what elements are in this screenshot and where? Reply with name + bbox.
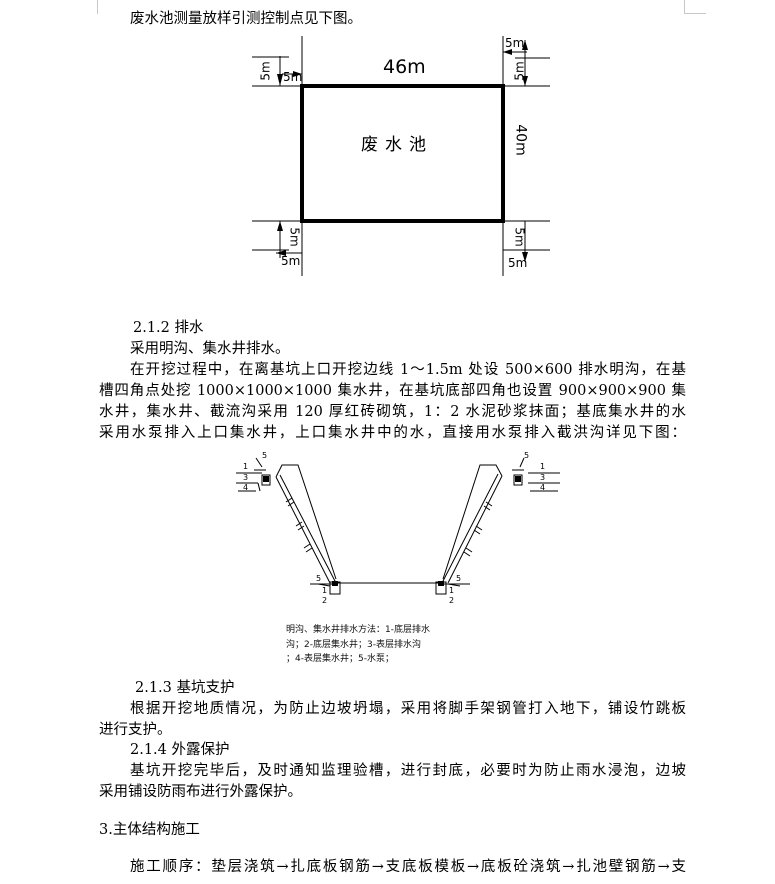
marker-1-bottom-right: 1 bbox=[449, 586, 454, 595]
section-213-para-line-1: 根据开挖地质情况，为防止边坡坍塌，采用将脚手架钢管打入地下，铺设竹跳板 bbox=[130, 701, 686, 717]
plan-width-label: 46m bbox=[383, 56, 426, 78]
plan-offset-label-left-bottom-vert: 5m bbox=[287, 227, 302, 247]
section-212-para-line-1: 在开挖过程中，在离基坑上口开挖边线 1～1.5m 处设 500×600 排水明沟… bbox=[130, 362, 686, 378]
section-212-heading: 2.1.2 排水 bbox=[133, 320, 204, 336]
pool-outline bbox=[300, 84, 505, 223]
pool-plan-diagram bbox=[252, 36, 550, 276]
plan-pool-label: 废水池 bbox=[361, 135, 433, 155]
intro-text: 废水池测量放样引测控制点见下图。 bbox=[130, 11, 362, 27]
section-3-heading: 3.主体结构施工 bbox=[99, 822, 200, 838]
marker-5-top-right: 5 bbox=[524, 451, 529, 460]
marker-5-top-left: 5 bbox=[262, 451, 267, 460]
figure-caption-line-1: 明沟、集水井排水方法：1-底层排水 bbox=[286, 625, 430, 635]
marker-4-top-left: 4 bbox=[243, 483, 248, 492]
figure-caption-line-3: ；4-表层集水井；5-水泵； bbox=[286, 654, 394, 664]
marker-1-top-right: 1 bbox=[540, 462, 545, 471]
section-214-heading: 2.1.4 外露保护 bbox=[130, 742, 230, 758]
plan-offset-label-bottom-left: 5m bbox=[281, 254, 301, 268]
section-212-line1: 采用明沟、集水井排水。 bbox=[130, 341, 290, 357]
section-212-para-line-2: 槽四角点处挖 1000×1000×1000 集水井，在基坑底部四角也设置 900… bbox=[99, 383, 686, 399]
marker-2-bottom-left: 2 bbox=[322, 596, 327, 605]
section-213-para-line-2: 进行支护。 bbox=[99, 722, 172, 738]
plan-offset-label-right-bottom-vert: 5m bbox=[512, 227, 527, 247]
plan-offset-label-top-right: 5m bbox=[505, 36, 525, 50]
marker-5-bottom-left: 5 bbox=[316, 574, 321, 583]
plan-offset-label-bottom-right: 5m bbox=[508, 256, 528, 270]
section-213-heading: 2.1.3 基坑支护 bbox=[135, 680, 235, 696]
section-3-para: 施工顺序：垫层浇筑→扎底板钢筋→支底板模板→底板砼浇筑→扎池壁钢筋→支 bbox=[130, 859, 686, 875]
marker-3-top-left: 3 bbox=[243, 473, 248, 482]
plan-height-label: 40m bbox=[512, 124, 529, 156]
section-214-para-line-1: 基坑开挖完毕后，及时通知监理验槽，进行封底，必要时为防止雨水浸泡，边坡 bbox=[130, 763, 686, 779]
marker-1-top-left: 1 bbox=[243, 462, 248, 471]
marker-4-top-right: 4 bbox=[540, 483, 545, 492]
crop-mark-left bbox=[97, 0, 98, 14]
drainage-section-diagram: 5 1 3 4 5 1 3 4 5 1 2 5 1 2 bbox=[236, 451, 560, 605]
marker-5-bottom-right: 5 bbox=[456, 574, 461, 583]
marker-2-bottom-right: 2 bbox=[449, 596, 454, 605]
plan-offset-label-right-vert: 5m bbox=[512, 61, 527, 81]
marker-3-top-right: 3 bbox=[540, 473, 545, 482]
plan-offset-label-top-left: 5m bbox=[283, 70, 303, 84]
crop-mark-right bbox=[684, 0, 685, 14]
figure-caption-line-2: 沟；2-底层集水井；3-表层排水沟 bbox=[286, 640, 421, 650]
section-212-para-line-4: 采用水泵排入上口集水井，上口集水井中的水，直接用水泵排入截洪沟详见下图： bbox=[99, 425, 686, 441]
plan-offset-label-left-vert: 5m bbox=[258, 61, 273, 81]
section-214-para-line-2: 采用铺设防雨布进行外露保护。 bbox=[99, 784, 302, 800]
section-212-para-line-3: 水井，集水井、截流沟采用 120 厚红砖砌筑，1：2 水泥砂浆抹面；基底集水井的… bbox=[99, 404, 686, 420]
crop-mark-right-h bbox=[684, 13, 706, 14]
marker-1-bottom-left: 1 bbox=[322, 586, 327, 595]
